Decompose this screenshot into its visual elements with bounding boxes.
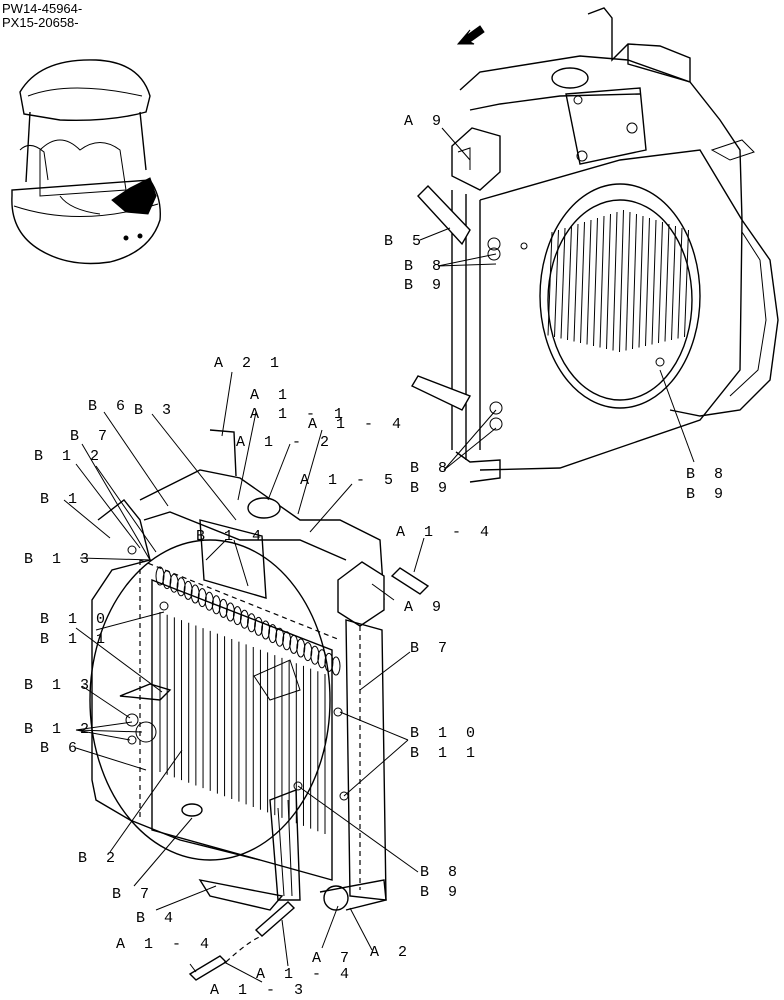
coil-turn [254, 616, 264, 636]
callout-b1: B 1 [40, 491, 82, 508]
shroud-fin [612, 211, 618, 351]
coil-turn [268, 624, 278, 644]
callout-b11-right: B 1 1 [410, 745, 480, 762]
callout-a1-4-mid: A 1 - 4 [396, 524, 494, 541]
coil-turn [247, 613, 257, 633]
shroud-fin [625, 211, 631, 351]
coil-turn [232, 606, 242, 626]
callout-b13-top: B 1 3 [24, 551, 94, 568]
serial-range-2: PX15-20658- [2, 15, 79, 30]
callout-b9-right: B 9 [686, 486, 728, 503]
callout-a21: A 2 1 [214, 355, 284, 372]
coil-turn [225, 602, 235, 622]
shroud-fin [606, 213, 611, 350]
shroud-fin [671, 225, 676, 341]
callout-b11-left: B 1 1 [40, 631, 110, 648]
shroud-fin [619, 209, 624, 353]
front-direction-arrow [456, 25, 485, 45]
coil-turn [310, 645, 320, 665]
callout-b6-top: B 6 [88, 398, 130, 415]
coil-turn [162, 570, 172, 590]
coil-turn [317, 649, 327, 669]
shroud-fin [645, 217, 650, 347]
callout-b7-mid: B 7 [410, 640, 452, 657]
callout-b5: B 5 [384, 233, 426, 250]
coil-turn [169, 573, 179, 593]
coil-turn [303, 642, 313, 662]
shroud-fin [651, 219, 657, 345]
callout-b8-low: B 8 [420, 864, 462, 881]
callout-b8-mid: B 8 [410, 460, 452, 477]
callout-a7: A 7 [312, 950, 354, 967]
coil-turn [239, 609, 249, 629]
callout-a1-1: A 1 - 1 [250, 406, 348, 423]
coil-turn [204, 591, 214, 611]
coil-turn [296, 638, 306, 658]
callout-b14: B 1 4 [196, 528, 266, 545]
callout-b12-top: B 1 2 [34, 448, 104, 465]
callout-b4: B 4 [136, 910, 178, 927]
callout-a1-2: A 1 - 2 [236, 434, 334, 451]
coil-turn [261, 620, 271, 640]
shroud-fin [593, 217, 598, 347]
coil-turn [197, 588, 207, 608]
shroud-fin [586, 219, 592, 345]
radiator-assembly [89, 429, 430, 981]
callout-a1-5: A 1 - 5 [300, 472, 398, 489]
callout-b9-top: B 9 [404, 277, 446, 294]
shroud-fin [664, 223, 670, 342]
callout-b7-top: B 7 [70, 428, 112, 445]
coil-turn [275, 627, 285, 647]
shroud-fin [677, 227, 683, 339]
callout-a1-4-top: A 1 - 4 [308, 416, 406, 433]
callout-b9-low: B 9 [420, 884, 462, 901]
callout-a1: A 1 [250, 387, 292, 404]
callout-a1-4-bottom: A 1 - 4 [256, 966, 354, 983]
callout-b8-top: B 8 [404, 258, 446, 275]
callout-a9-top: A 9 [404, 113, 446, 130]
coil-turn [211, 595, 221, 615]
serial-range-1: PW14-45964- [2, 1, 83, 16]
coil-turn [282, 631, 292, 651]
shroud-fin [554, 229, 559, 338]
callout-b10-right: B 1 0 [410, 725, 480, 742]
coil-turn [331, 656, 341, 676]
callout-b9-mid: B 9 [410, 480, 452, 497]
callout-a1-3: A 1 - 3 [210, 982, 308, 999]
machine-thumbnail [11, 59, 161, 265]
coil-turn [289, 634, 299, 654]
callout-b10-left: B 1 0 [40, 611, 110, 628]
coil-turn [176, 577, 186, 597]
shroud-assembly [411, 7, 779, 483]
shroud-fin [684, 229, 689, 338]
callout-b12-mid: B 1 2 [24, 721, 94, 738]
shroud-fin [547, 231, 553, 336]
shroud-fin [658, 221, 663, 344]
callout-b6-mid: B 6 [40, 740, 82, 757]
shroud-fin [573, 223, 579, 342]
callout-a2: A 2 [370, 944, 412, 961]
coil-turn [218, 598, 228, 618]
coil-turn [183, 580, 193, 600]
coil-turn [190, 584, 200, 604]
callout-labels: A 9 B 5 B 8 B 9 B 8 B 9 B 8 B 9 A 2 1 A … [24, 113, 728, 999]
callout-a1-4-low: A 1 - 4 [116, 936, 214, 953]
shroud-fin [638, 215, 644, 348]
shroud-fin [599, 215, 605, 348]
callout-b3: B 3 [134, 402, 176, 419]
coil-turn [155, 566, 165, 586]
callout-a9-mid: A 9 [404, 599, 446, 616]
shroud-fin [632, 213, 637, 350]
shroud-fin [567, 225, 572, 341]
shroud-fin [580, 221, 585, 344]
coil-turn [324, 652, 334, 672]
leader-lines [63, 127, 695, 983]
shroud-fin [560, 227, 566, 339]
callout-b2: B 2 [78, 850, 120, 867]
callout-b7-low: B 7 [112, 886, 154, 903]
callout-b13-mid: B 1 3 [24, 677, 94, 694]
callout-b8-right: B 8 [686, 466, 728, 483]
